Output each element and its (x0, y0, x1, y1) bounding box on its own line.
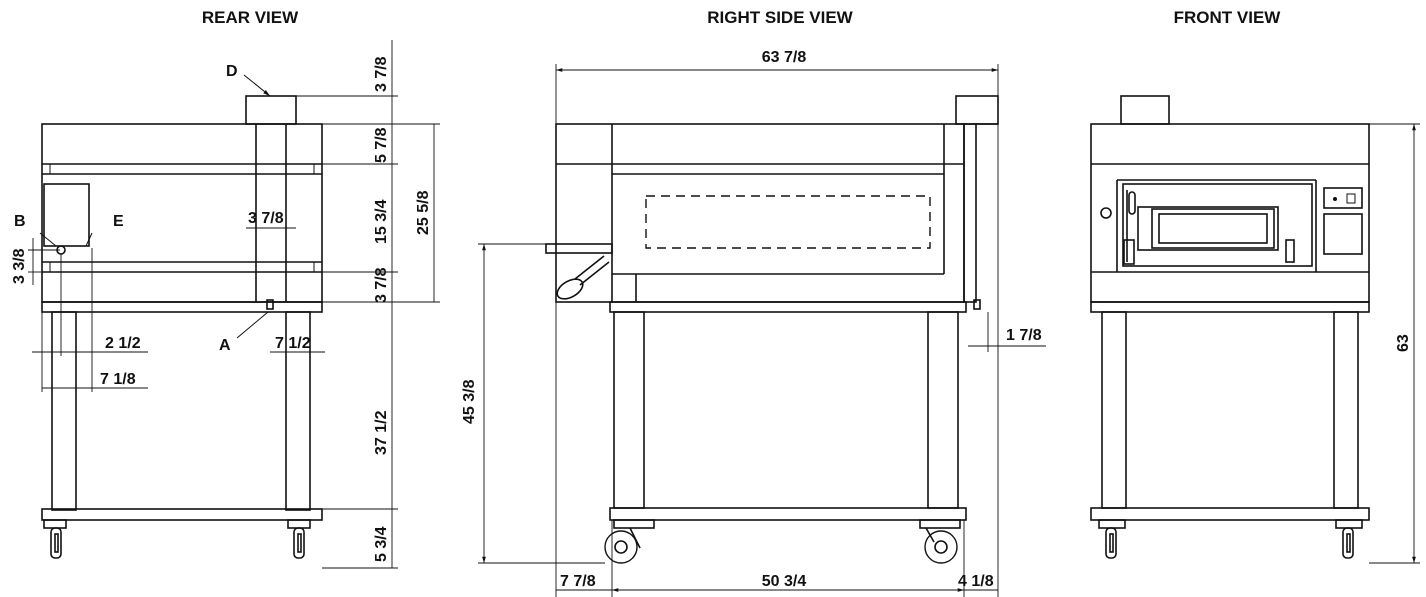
front-flue (1120, 95, 1170, 125)
callout-a: A (219, 337, 231, 354)
peel-end (556, 278, 584, 300)
rear-caster-left (43, 519, 67, 559)
dim-flue-height: 3 7/8 (373, 56, 390, 92)
callout-e: E (113, 213, 124, 230)
front-caster-left (1098, 519, 1126, 559)
dim-rear-offset: 7 1/2 (275, 335, 311, 352)
callout-b: B (14, 213, 26, 230)
front-caster-right (1335, 519, 1363, 559)
side-caster-front (604, 519, 655, 564)
dim-rear-overhang: 4 1/8 (958, 573, 994, 590)
side-view-title: RIGHT SIDE VIEW (707, 8, 853, 27)
front-view (1090, 95, 1420, 564)
rear-leg-left (51, 311, 77, 511)
dim-oven-body: 25 5/8 (415, 190, 432, 235)
side-chamber-outline (645, 195, 931, 249)
front-oven-body (1090, 123, 1370, 303)
front-door-handle (1128, 191, 1136, 215)
dim-leg-span: 50 3/4 (762, 573, 807, 590)
control-panel (1323, 187, 1363, 209)
rear-view (28, 40, 440, 569)
dim-inlet-offset-2: 7 1/8 (100, 371, 136, 388)
front-view-title: FRONT VIEW (1174, 8, 1282, 27)
dim-lower-band: 3 7/8 (373, 267, 390, 303)
callout-d: D (226, 63, 238, 80)
side-leg-rear (927, 311, 959, 509)
side-oven-body (555, 123, 965, 303)
front-leg-right (1333, 311, 1359, 509)
dim-top-band: 5 7/8 (373, 127, 390, 163)
control-lower-panel (1323, 213, 1363, 255)
side-view (478, 64, 1046, 597)
rear-flue (245, 95, 297, 125)
front-knob (1100, 207, 1112, 219)
rear-access-panel (43, 183, 90, 247)
dim-inlet-offset: 2 1/2 (105, 335, 141, 352)
side-flue (955, 95, 999, 125)
dim-chamber: 15 3/4 (373, 199, 390, 244)
dim-caster: 5 3/4 (373, 526, 390, 562)
rear-leg-right (285, 311, 311, 511)
dim-stand: 37 1/2 (373, 410, 390, 455)
rear-view-title: REAR VIEW (202, 8, 299, 27)
rear-caster-right (287, 519, 311, 559)
side-caster-rear (919, 519, 961, 564)
side-leg-front (613, 311, 645, 509)
door-handle (545, 243, 613, 254)
dim-handle-height: 45 3/8 (461, 379, 478, 424)
front-door (1122, 183, 1313, 267)
dim-front-overhang: 7 7/8 (560, 573, 596, 590)
front-leg-left (1101, 311, 1127, 509)
dim-overall-height: 63 (1395, 334, 1412, 352)
drain-a (266, 299, 274, 310)
dim-overall-depth: 63 7/8 (762, 49, 807, 66)
dim-flue-width: 3 7/8 (248, 210, 284, 227)
dim-inlet-height: 3 3/8 (11, 248, 28, 284)
side-rear-duct (963, 123, 977, 303)
dim-rear-stub: 1 7/8 (1006, 327, 1042, 344)
front-window (1151, 208, 1275, 249)
